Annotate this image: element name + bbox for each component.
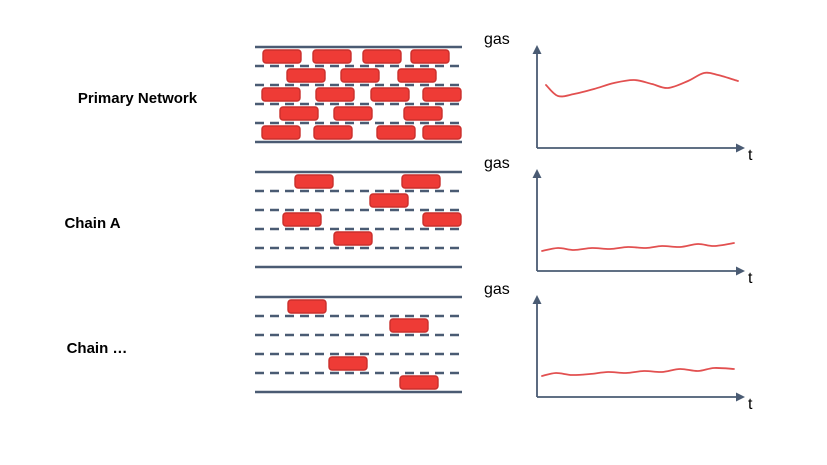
transaction-block — [397, 68, 437, 83]
diagram-row-2: gas t — [255, 281, 753, 413]
transaction-block — [286, 68, 326, 83]
transaction-block — [422, 212, 462, 227]
x-axis-arrowhead-icon — [736, 392, 745, 402]
transaction-block — [403, 106, 443, 121]
transaction-block — [328, 356, 368, 371]
transaction-block — [261, 125, 301, 140]
time-axis-label: t — [748, 396, 753, 413]
gas-axis-label: gas — [484, 155, 510, 172]
transaction-block — [370, 87, 410, 102]
gas-usage-curve — [541, 367, 735, 377]
diagram-row-1: gas t — [255, 155, 753, 287]
transaction-block — [401, 174, 441, 189]
transaction-block — [262, 49, 302, 64]
transaction-block — [315, 87, 355, 102]
transaction-block — [362, 49, 402, 64]
x-axis-arrowhead-icon — [736, 143, 745, 153]
transaction-block — [376, 125, 416, 140]
row-label-chain-a: Chain A — [64, 215, 121, 232]
transaction-block — [279, 106, 319, 121]
y-axis-arrowhead-icon — [532, 295, 542, 304]
diagram-row-0: gas t — [255, 31, 753, 164]
transaction-block — [369, 193, 409, 208]
transaction-block — [389, 318, 429, 333]
time-axis-label: t — [748, 270, 753, 287]
row-label-chain-ellipsis: Chain … — [66, 340, 128, 357]
transaction-block — [399, 375, 439, 390]
gas-axis-label: gas — [484, 281, 510, 298]
transaction-block — [287, 299, 327, 314]
transaction-block — [312, 49, 352, 64]
transaction-block — [294, 174, 334, 189]
transaction-block — [410, 49, 450, 64]
time-axis-label: t — [748, 147, 753, 164]
transaction-block — [313, 125, 353, 140]
gas-axis-label: gas — [484, 31, 510, 48]
x-axis-arrowhead-icon — [736, 266, 745, 276]
transaction-block — [333, 231, 373, 246]
transaction-block — [282, 212, 322, 227]
transaction-block — [422, 87, 462, 102]
transaction-block — [340, 68, 380, 83]
transaction-block — [333, 106, 373, 121]
row-label-primary-network: Primary Network — [77, 90, 198, 107]
gas-usage-curve — [545, 71, 739, 98]
y-axis-arrowhead-icon — [532, 169, 542, 178]
y-axis-arrowhead-icon — [532, 45, 542, 54]
transaction-block — [261, 87, 301, 102]
gas-usage-curve — [541, 242, 735, 252]
transaction-block — [422, 125, 462, 140]
